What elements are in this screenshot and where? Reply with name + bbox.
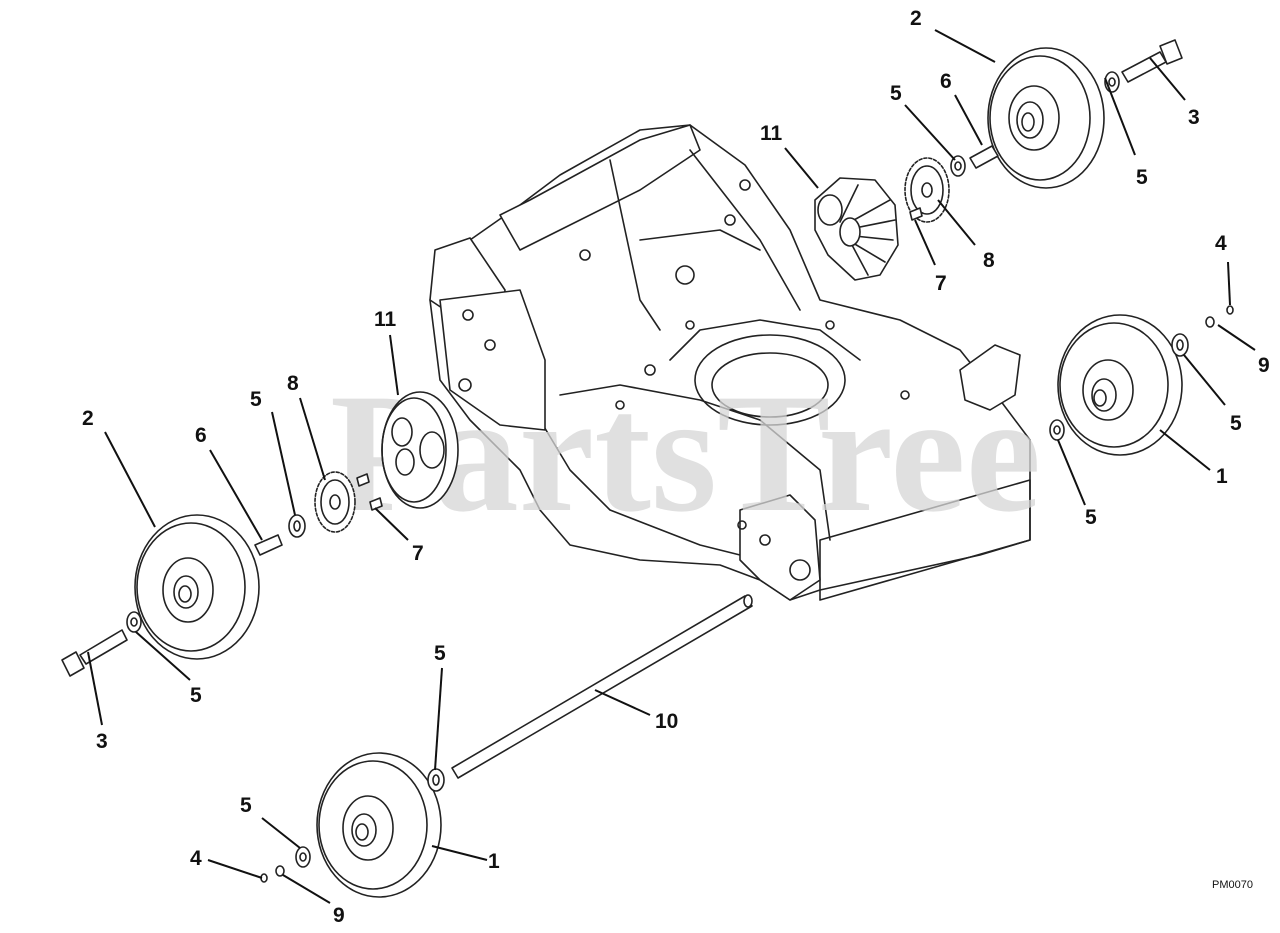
callout-labels: 2 3 5 6 5 11 8 7 4 9 5 1 5 11 2 6 5 8 7 … [82,7,1270,927]
callout-5-top-b: 5 [890,82,902,105]
callout-6-top: 6 [940,70,952,93]
callout-3-left: 3 [96,730,108,753]
callout-7-left: 7 [412,542,424,565]
callout-1-bottom: 1 [488,850,500,873]
callout-11-top: 11 [760,122,783,145]
callout-7-top: 7 [935,272,947,295]
wheel-front-bottom [316,752,442,898]
callout-9-right: 9 [1258,354,1270,377]
callout-5-left-a: 5 [250,388,262,411]
axle [451,594,753,779]
gear-left [314,471,356,533]
drive-cover-top [814,177,899,281]
callout-5-top-a: 5 [1136,166,1148,189]
leader-lines [87,29,1256,904]
wheel-front-right [1057,314,1183,456]
drive-cover-left [381,391,459,509]
callout-1-right: 1 [1216,465,1228,488]
callout-10: 10 [655,710,678,733]
callout-11-left: 11 [374,308,397,331]
callout-5-bottom-b: 5 [240,794,252,817]
callout-2-left: 2 [82,407,94,430]
callout-8-left: 8 [287,372,299,395]
callout-5-bottom-a: 5 [434,642,446,665]
wheel-rear-left [134,514,260,660]
drawing-code: PM0070 [1212,879,1253,891]
bolt-left [61,629,128,677]
callout-2-top: 2 [910,7,922,30]
callout-4-right: 4 [1215,232,1227,255]
callout-3-top: 3 [1188,106,1200,129]
bolt-top [1121,39,1183,83]
callout-5-left-b: 5 [190,684,202,707]
callout-4-bottom: 4 [190,847,202,870]
callout-5-right-a: 5 [1230,412,1242,435]
wheel-rear-top-right [987,47,1105,189]
callout-6-left: 6 [195,424,207,447]
callout-9-bottom: 9 [333,904,345,927]
mower-deck [429,124,1031,601]
gear-top [904,157,950,223]
spacer [969,145,999,169]
callout-8-top: 8 [983,249,995,272]
callout-5-right-b: 5 [1085,506,1097,529]
